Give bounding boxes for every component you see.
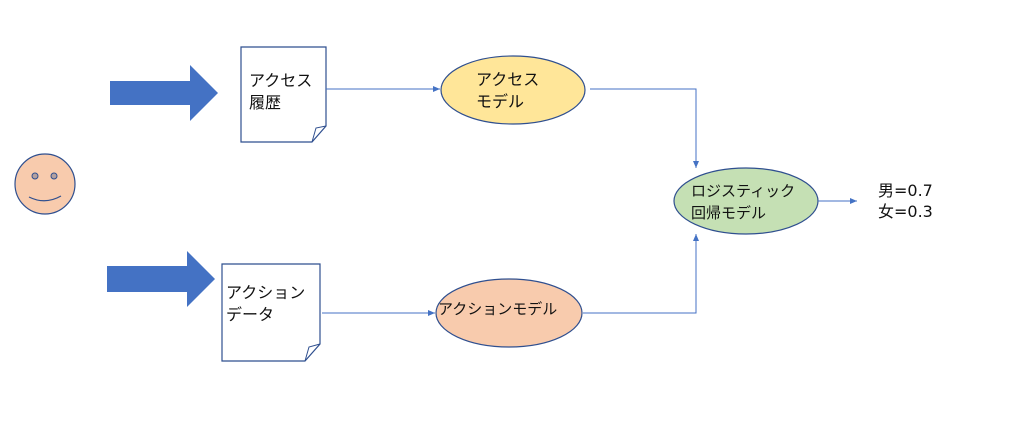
model-line: アクションモデル [438,300,558,318]
document-access-history-shape [240,46,327,143]
output-probabilities: 男=0.7 女=0.3 [878,180,933,222]
access-model-label: アクセス モデル [476,69,539,113]
connector-access-to-logistic [590,88,699,168]
output-female-probability: 女=0.3 [878,202,933,221]
document-action-data-label: アクション データ [226,282,305,326]
connector-action-to-logistic [583,234,699,314]
logistic-model-label: ロジスティック 回帰モデル [691,180,795,224]
access-model-ellipse [440,55,586,125]
block-arrow-top-icon [110,65,218,121]
output-male-probability: 男=0.7 [878,181,933,200]
action-model-ellipse [435,278,583,348]
block-arrow-bottom-icon [107,251,215,307]
model-line: 回帰モデル [691,204,767,222]
doc-line: アクセス [249,71,313,90]
doc-line: データ [226,305,275,324]
model-line: モデル [476,92,525,111]
user-smiley-icon [14,153,76,215]
model-line: ロジスティック [691,182,796,200]
doc-line: アクション [226,283,306,302]
action-model-label: アクションモデル [438,298,557,320]
document-access-history-label: アクセス 履歴 [249,70,312,114]
doc-line: 履歴 [249,93,282,112]
document-action-data-shape [221,263,321,362]
model-line: アクセス [476,70,540,89]
